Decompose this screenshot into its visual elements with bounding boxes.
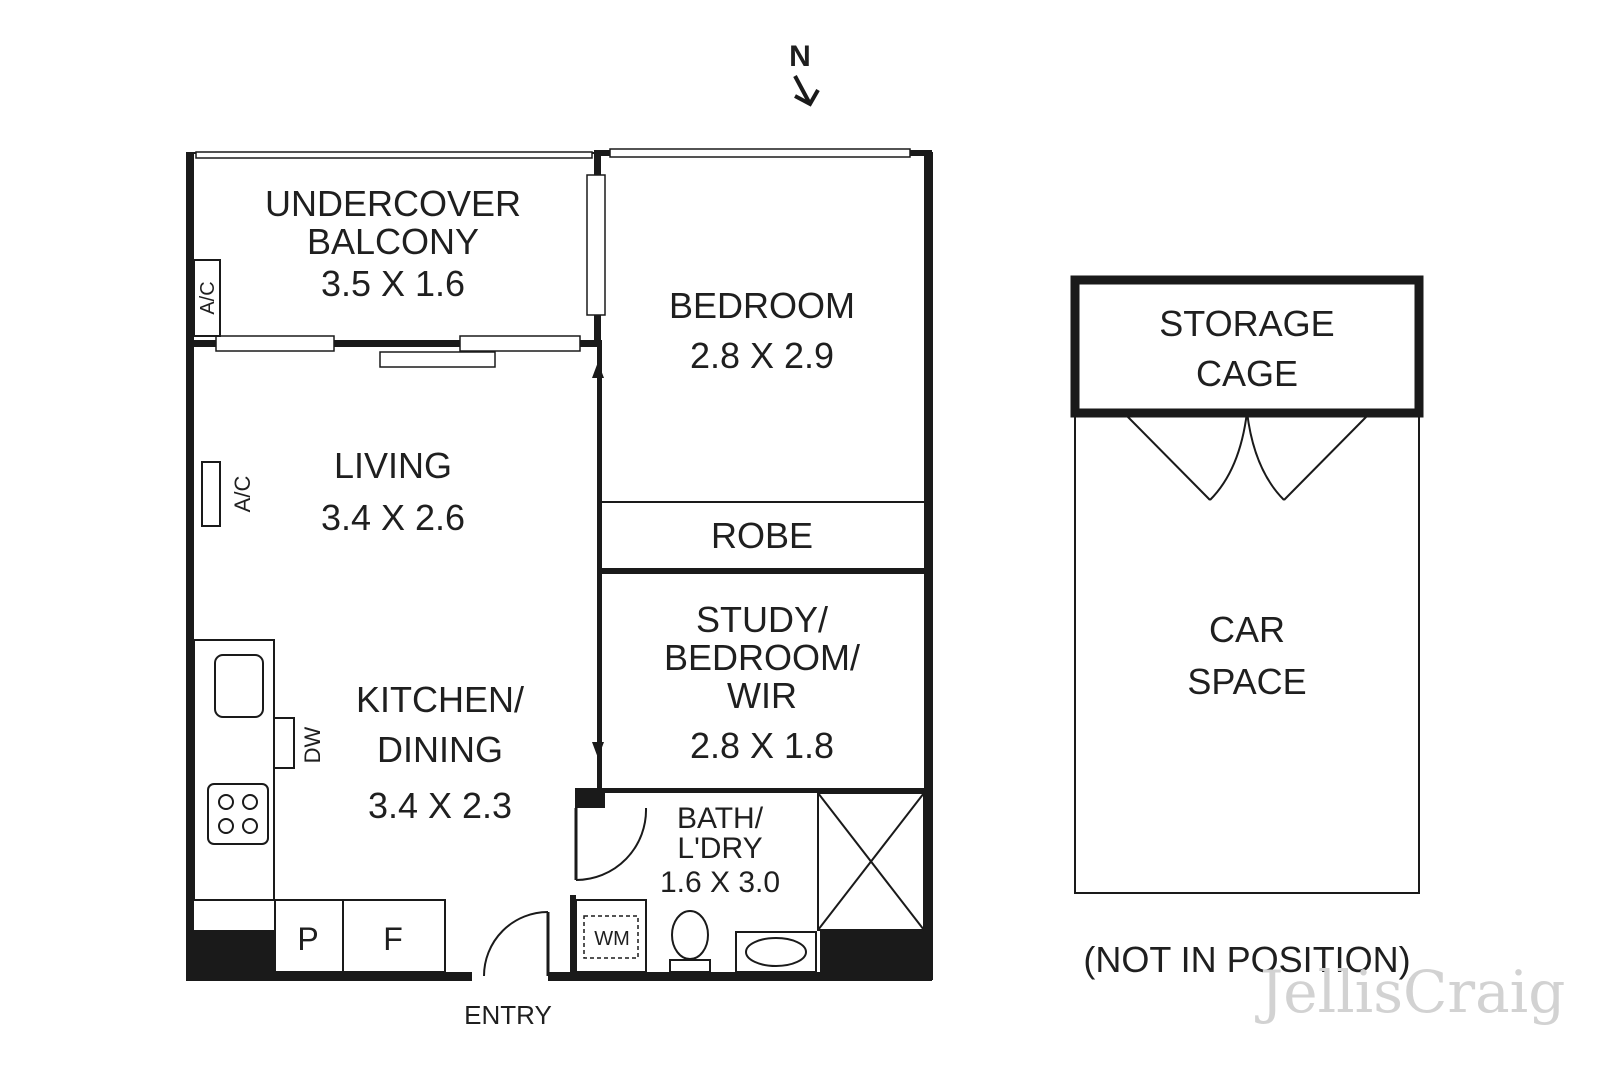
ac-unit-balcony: A/C — [193, 259, 221, 337]
svg-text:DINING: DINING — [377, 729, 503, 770]
entry-label: ENTRY — [464, 1000, 552, 1030]
svg-text:A/C: A/C — [230, 476, 255, 513]
pantry-label: P — [297, 921, 318, 957]
svg-text:2.8 X 1.8: 2.8 X 1.8 — [690, 725, 834, 766]
svg-text:KITCHEN/: KITCHEN/ — [356, 679, 524, 720]
storage-cage: STORAGE CAGE — [1070, 275, 1424, 418]
sink-icon — [214, 654, 264, 718]
shower-icon — [817, 792, 925, 931]
entry-door-icon — [483, 911, 550, 977]
pantry-fridge: P F — [274, 899, 446, 973]
svg-text:SPACE: SPACE — [1187, 661, 1306, 702]
balcony-label: UNDERCOVER BALCONY 3.5 X 1.6 — [265, 183, 521, 304]
washing-machine-icon: WM — [575, 899, 647, 973]
svg-text:3.4 X 2.3: 3.4 X 2.3 — [368, 785, 512, 826]
svg-text:BEDROOM: BEDROOM — [669, 285, 855, 326]
svg-text:WIR: WIR — [727, 675, 797, 716]
svg-text:L'DRY: L'DRY — [677, 832, 762, 865]
svg-text:BEDROOM/: BEDROOM/ — [664, 637, 860, 678]
kitchen-bench: DW — [193, 639, 325, 901]
cooktop-icon — [207, 783, 269, 845]
svg-text:3.4 X 2.6: 3.4 X 2.6 — [321, 497, 465, 538]
svg-text:STORAGE: STORAGE — [1159, 303, 1334, 344]
svg-text:UNDERCOVER: UNDERCOVER — [265, 183, 521, 224]
svg-text:WM: WM — [594, 928, 630, 950]
toilet-icon — [669, 910, 711, 973]
basin-icon — [735, 931, 817, 973]
car-space: CAR SPACE — [1074, 412, 1420, 894]
svg-text:1.6 X 3.0: 1.6 X 3.0 — [660, 866, 780, 899]
svg-text:LIVING: LIVING — [334, 445, 452, 486]
living-label: LIVING 3.4 X 2.6 — [321, 445, 465, 538]
svg-text:STUDY/: STUDY/ — [696, 599, 828, 640]
robe-label: ROBE — [711, 515, 813, 556]
svg-text:CAR: CAR — [1209, 609, 1285, 650]
bedroom-label: BEDROOM 2.8 X 2.9 — [669, 285, 855, 376]
study-label: STUDY/ BEDROOM/ WIR 2.8 X 1.8 — [664, 599, 860, 766]
balcony-glazing — [195, 148, 911, 368]
bath-label: BATH/ L'DRY 1.6 X 3.0 — [660, 802, 780, 899]
storage-doors-icon — [1123, 411, 1371, 501]
bath-door-icon — [574, 807, 648, 881]
north-compass: N — [789, 40, 820, 107]
not-in-position-note: (NOT IN POSITION) — [1083, 939, 1410, 980]
ac-unit-living: A/C — [201, 461, 255, 527]
agency-watermark: JellisCraig — [1255, 958, 1565, 1026]
svg-text:2.8 X 2.9: 2.8 X 2.9 — [690, 335, 834, 376]
apartment-outline — [186, 150, 933, 981]
dishwasher-label: DW — [300, 726, 325, 763]
fridge-label: F — [383, 921, 403, 957]
kitchen-label: KITCHEN/ DINING 3.4 X 2.3 — [356, 679, 524, 826]
sliding-partition — [592, 362, 604, 758]
svg-text:BATH/: BATH/ — [677, 802, 764, 835]
svg-text:3.5 X 1.6: 3.5 X 1.6 — [321, 263, 465, 304]
svg-text:CAGE: CAGE — [1196, 353, 1298, 394]
north-arrow-icon — [793, 75, 820, 107]
svg-text:A/C: A/C — [197, 281, 219, 314]
svg-text:BALCONY: BALCONY — [307, 221, 479, 262]
compass-label: N — [789, 40, 811, 73]
